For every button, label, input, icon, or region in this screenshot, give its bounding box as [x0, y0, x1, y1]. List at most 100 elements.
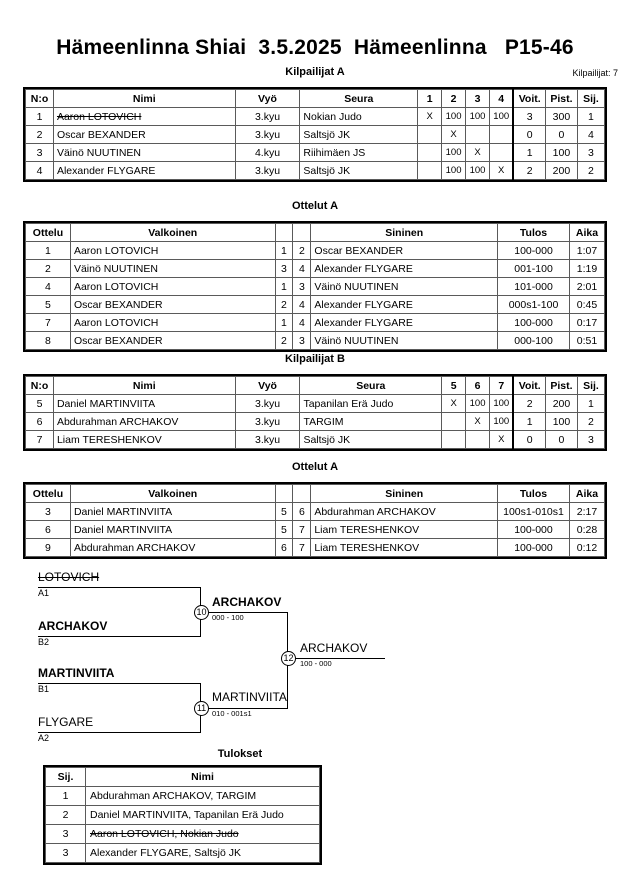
cell-blue-player: Liam TERESHENKOV	[310, 520, 498, 539]
bracket-line	[209, 708, 287, 709]
bracket-match-number-12: 12	[281, 651, 296, 666]
cell-match-number: 1	[25, 241, 71, 260]
cell-name: Daniel MARTINVIITA, Tapanilan Erä Judo	[85, 805, 320, 825]
cell-white-player: Daniel MARTINVIITA	[69, 520, 276, 539]
cell-time: 0:12	[568, 538, 606, 557]
column-header-valkoinen: Valkoinen	[69, 484, 276, 503]
cell-wins: 2	[512, 394, 546, 413]
column-header-nimi: Nimi	[52, 89, 236, 108]
cell-rank: 3	[45, 824, 86, 844]
cell-matrix: X	[489, 430, 514, 449]
cell-points: 300	[544, 107, 578, 126]
cell-wins: 2	[512, 161, 546, 180]
bracket-winner-12: ARCHAKOV	[300, 641, 368, 655]
cell-white-player: Väinö NUUTINEN	[69, 259, 276, 278]
cell-white-seed: 2	[274, 331, 294, 350]
cell-wins: 1	[512, 143, 546, 162]
bracket-line	[38, 587, 200, 588]
cell-white-seed: 1	[274, 241, 294, 260]
column-header-2: 2	[441, 89, 467, 108]
bracket-seed-name-2: MARTINVIITA	[38, 666, 115, 680]
column-header-sij: Sij.	[45, 767, 86, 787]
column-header-valkoinen: Valkoinen	[69, 223, 276, 242]
column-header-seura: Seura	[299, 89, 419, 108]
cell-matrix: X	[441, 125, 467, 144]
cell-name: Abdurahman ARCHAKOV, TARGIM	[85, 786, 320, 806]
cell-white-seed: 3	[274, 259, 294, 278]
bracket-score-11: 010 - 001s1	[212, 709, 252, 718]
cell-matrix	[465, 430, 491, 449]
cell-matrix: 100	[465, 161, 490, 180]
cell-belt: 3.kyu	[234, 107, 301, 126]
bracket-seed-name-3: FLYGARE	[38, 715, 94, 729]
bracket-seed-code-2: B1	[38, 684, 50, 694]
cell-result: 100-000	[497, 241, 570, 260]
bracket-match-number-10: 10	[194, 605, 209, 620]
column-header-spacer	[274, 484, 294, 503]
pool-b-title: Kilpailijat B	[285, 353, 345, 365]
cell-white-player: Aaron LOTOVICH	[69, 277, 276, 296]
bracket-seed-name-1: ARCHAKOV	[38, 619, 108, 633]
cell-blue-seed: 2	[292, 241, 312, 260]
cell-matrix: X	[465, 143, 490, 162]
bracket-seed-code-0: A1	[38, 588, 50, 598]
elimination-bracket: LOTOVICH A1 ARCHAKOV B2 10 ARCHAKOV 000 …	[0, 565, 450, 745]
cell-blue-seed: 4	[292, 295, 312, 314]
cell-wins: 3	[512, 107, 546, 126]
bracket-line	[209, 612, 287, 613]
cell-white-player: Oscar BEXANDER	[69, 295, 276, 314]
cell-white-player: Daniel MARTINVIITA	[69, 502, 276, 521]
cell-matrix: X	[465, 412, 491, 431]
cell-matrix	[417, 125, 443, 144]
bracket-line	[296, 658, 385, 659]
cell-belt: 3.kyu	[234, 412, 301, 431]
column-header-sij: Sij.	[576, 89, 606, 108]
cell-belt: 3.kyu	[234, 394, 301, 413]
cell-belt: 4.kyu	[234, 143, 301, 162]
cell-blue-player: Alexander FLYGARE	[310, 313, 499, 332]
cell-belt: 3.kyu	[234, 430, 301, 449]
cell-blue-seed: 7	[292, 538, 312, 557]
cell-time: 2:17	[568, 502, 606, 521]
cell-result: 100-000	[497, 520, 570, 539]
cell-blue-seed: 3	[292, 277, 312, 296]
bracket-line	[38, 732, 200, 733]
cell-result: 101-000	[497, 277, 570, 296]
cell-rank: 1	[45, 786, 86, 806]
cell-points: 200	[544, 394, 578, 413]
bracket-line	[38, 683, 200, 684]
cell-rank: 1	[576, 107, 606, 126]
cell-rank: 4	[576, 125, 606, 144]
column-header-voit: Voit.	[512, 376, 546, 395]
column-header-spacer	[274, 223, 294, 242]
column-header-aika: Aika	[568, 223, 606, 242]
cell-number: 7	[25, 430, 54, 449]
cell-blue-seed: 7	[292, 520, 312, 539]
cell-blue-player: Oscar BEXANDER	[310, 241, 499, 260]
bracket-seed-code-3: A2	[38, 733, 50, 743]
column-header-vy: Vyö	[234, 376, 301, 395]
pool-a-title: Kilpailijat A	[285, 66, 345, 78]
cell-matrix	[489, 125, 514, 144]
cell-white-player: Oscar BEXANDER	[69, 331, 276, 350]
cell-club: Nokian Judo	[299, 107, 419, 126]
cell-blue-player: Alexander FLYGARE	[310, 259, 499, 278]
cell-club: Saltsjö JK	[299, 161, 419, 180]
column-header-sininen: Sininen	[310, 484, 498, 503]
